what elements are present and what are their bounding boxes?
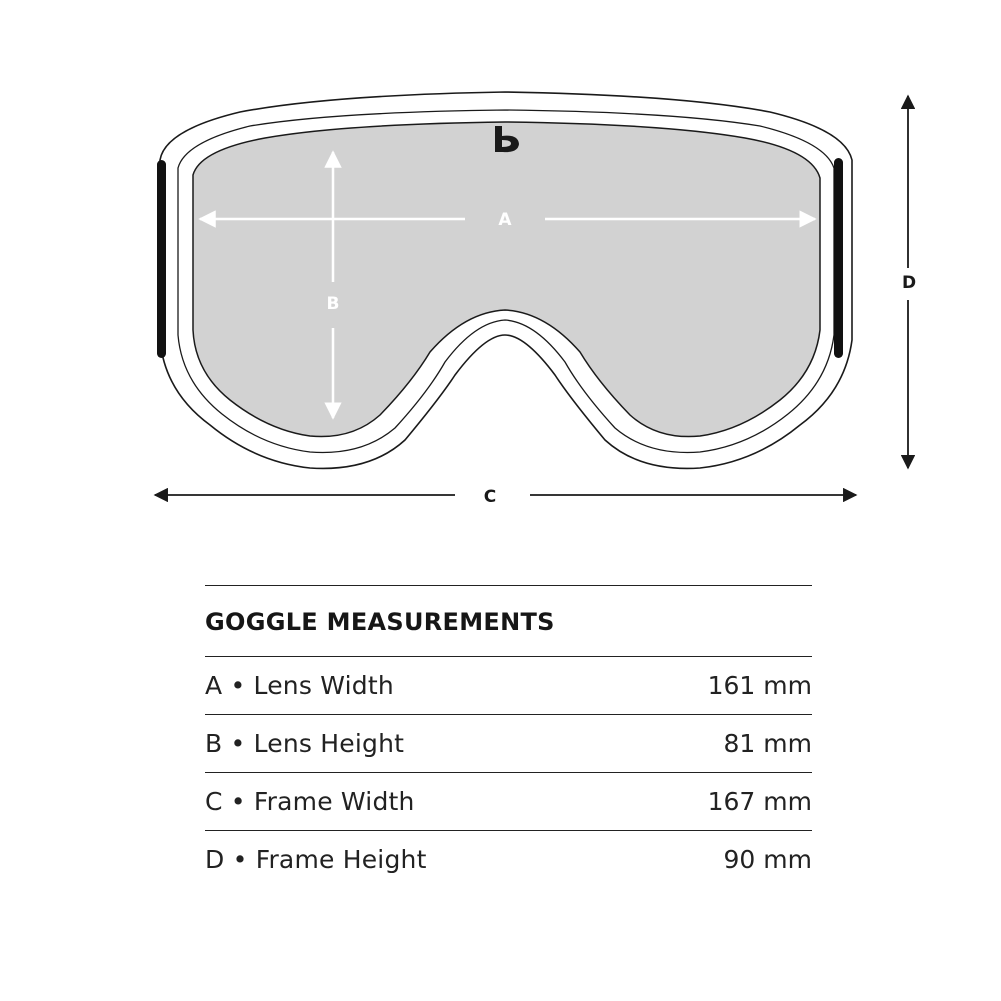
table-row-lens-width: A • Lens Width 161 mm xyxy=(205,657,812,714)
strap-rail-right xyxy=(834,158,843,358)
row-value: 81 mm xyxy=(723,729,812,758)
row-label: C • Frame Width xyxy=(205,787,415,816)
table-divider xyxy=(205,772,812,773)
label-a: A xyxy=(498,210,512,230)
goggle-frame-inner xyxy=(177,109,835,454)
table-top-rule xyxy=(205,585,812,586)
row-label: B • Lens Height xyxy=(205,729,405,758)
table-divider xyxy=(205,830,812,831)
goggle-diagram: A B C D xyxy=(153,91,916,507)
row-label: D • Frame Height xyxy=(205,845,427,874)
goggle-lens xyxy=(192,121,821,438)
strap-rail-left xyxy=(157,160,166,358)
brand-logo-icon xyxy=(495,126,519,153)
row-label: A • Lens Width xyxy=(205,671,394,700)
label-b: B xyxy=(327,294,340,314)
label-d: D xyxy=(902,273,916,293)
table-title: GOGGLE MEASUREMENTS xyxy=(205,608,555,636)
table-divider xyxy=(205,714,812,715)
row-value: 161 mm xyxy=(707,671,812,700)
table-row-frame-height: D • Frame Height 90 mm xyxy=(205,831,812,888)
row-value: 167 mm xyxy=(707,787,812,816)
table-row-frame-width: C • Frame Width 167 mm xyxy=(205,773,812,830)
measurements-table: GOGGLE MEASUREMENTS A • Lens Width 161 m… xyxy=(205,585,812,888)
table-row-lens-height: B • Lens Height 81 mm xyxy=(205,715,812,772)
label-c: C xyxy=(484,487,496,507)
row-value: 90 mm xyxy=(723,845,812,874)
table-divider xyxy=(205,656,812,657)
